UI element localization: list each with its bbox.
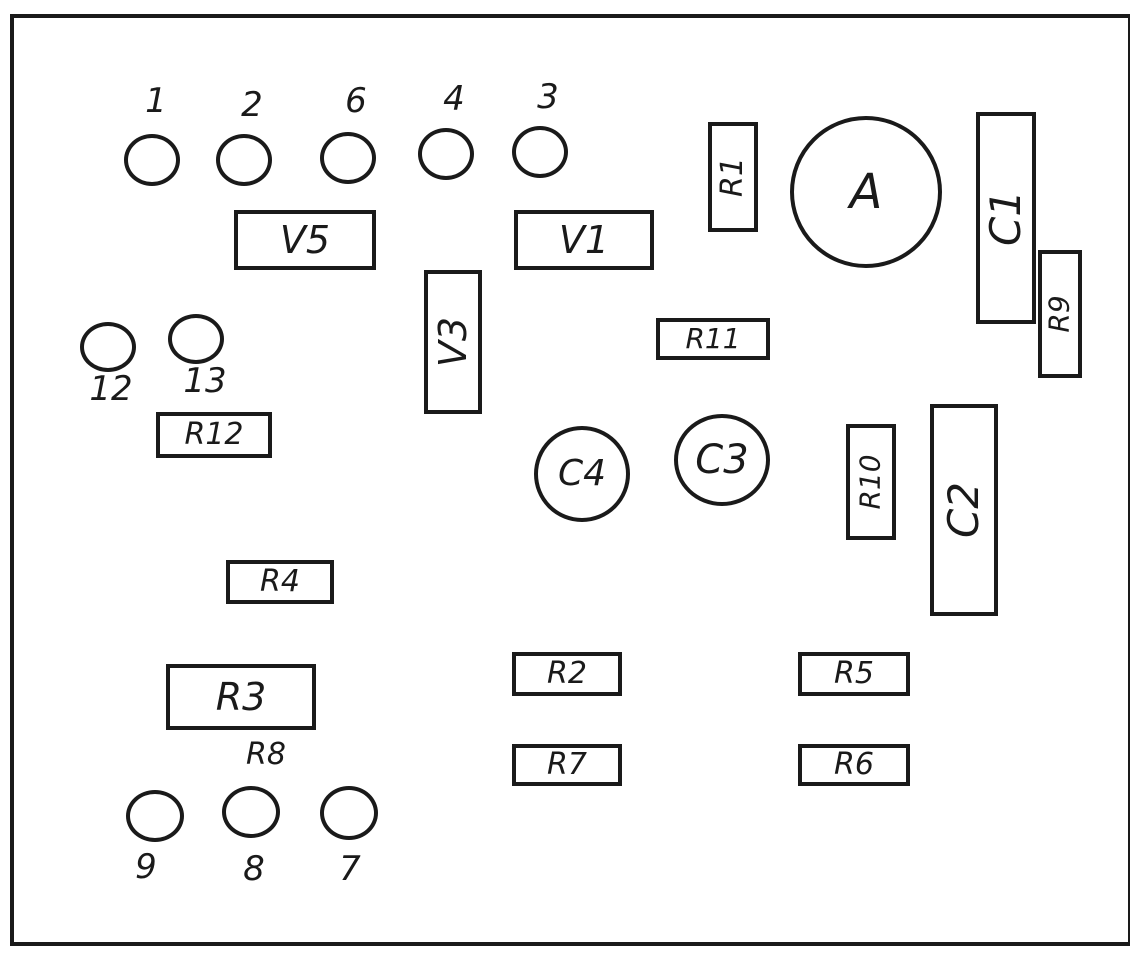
resistor-r4: R4: [226, 560, 334, 604]
resistor-r3-label: R3: [215, 675, 267, 719]
resistor-r10-label: R10: [854, 454, 887, 510]
resistor-r1: R1: [708, 122, 758, 232]
pin-13-label: 13: [183, 361, 227, 401]
diode-v1-label: V1: [558, 218, 610, 262]
resistor-r1-label: R1: [715, 157, 750, 197]
pin-8-label: 8: [243, 849, 265, 889]
pin-4-label: 4: [443, 79, 465, 119]
resistor-r12: R12: [156, 412, 272, 458]
pin-2: [216, 134, 272, 186]
pin-1: [124, 134, 180, 186]
resistor-r11: R11: [656, 318, 770, 360]
resistor-r11-label: R11: [685, 322, 741, 355]
pin-3-label: 3: [537, 77, 559, 117]
capacitor-c2: C2: [930, 404, 998, 616]
resistor-r4-label: R4: [260, 564, 300, 599]
pin-2-label: 2: [241, 85, 263, 125]
component-a-label: A: [849, 164, 883, 220]
pin-13: [168, 314, 224, 364]
pin-4: [418, 128, 474, 180]
resistor-r10: R10: [846, 424, 896, 540]
resistor-r3: R3: [166, 664, 316, 730]
pin-12-label: 12: [89, 369, 133, 409]
resistor-r2: R2: [512, 652, 622, 696]
pin-9-label: 9: [135, 847, 157, 887]
resistor-r5-label: R5: [834, 656, 874, 691]
pin-9: [126, 790, 184, 842]
capacitor-c2-label: C2: [939, 481, 988, 539]
capacitor-c3: C3: [674, 414, 770, 506]
pin-6: [320, 132, 376, 184]
resistor-r8-label: R8: [246, 737, 286, 772]
capacitor-c4: C4: [534, 426, 630, 522]
resistor-r12-label: R12: [184, 417, 244, 452]
diode-v3-label: V3: [431, 316, 476, 368]
pin-3: [512, 126, 568, 178]
component-a: A: [790, 116, 942, 268]
capacitor-c3-label: C3: [695, 437, 749, 483]
pin-12: [80, 322, 136, 372]
pin-7-label: 7: [339, 849, 361, 889]
capacitor-c1: C1: [976, 112, 1036, 324]
pin-7: [320, 786, 378, 840]
capacitor-c4-label: C4: [557, 453, 607, 494]
resistor-r7: R7: [512, 744, 622, 786]
resistor-r6: R6: [798, 744, 910, 786]
capacitor-c1-label: C1: [981, 189, 1030, 247]
resistor-r2-label: R2: [547, 656, 587, 691]
diode-v5: V5: [234, 210, 376, 270]
diode-v5-label: V5: [279, 218, 331, 262]
resistor-r5: R5: [798, 652, 910, 696]
diode-v1: V1: [514, 210, 654, 270]
diode-v3: V3: [424, 270, 482, 414]
resistor-r9-label: R9: [1043, 295, 1076, 333]
pin-6-label: 6: [345, 81, 367, 121]
resistor-r6-label: R6: [834, 747, 874, 782]
pin-8: [222, 786, 280, 838]
resistor-r9: R9: [1038, 250, 1082, 378]
resistor-r7-label: R7: [547, 747, 587, 782]
pin-1-label: 1: [145, 81, 167, 121]
